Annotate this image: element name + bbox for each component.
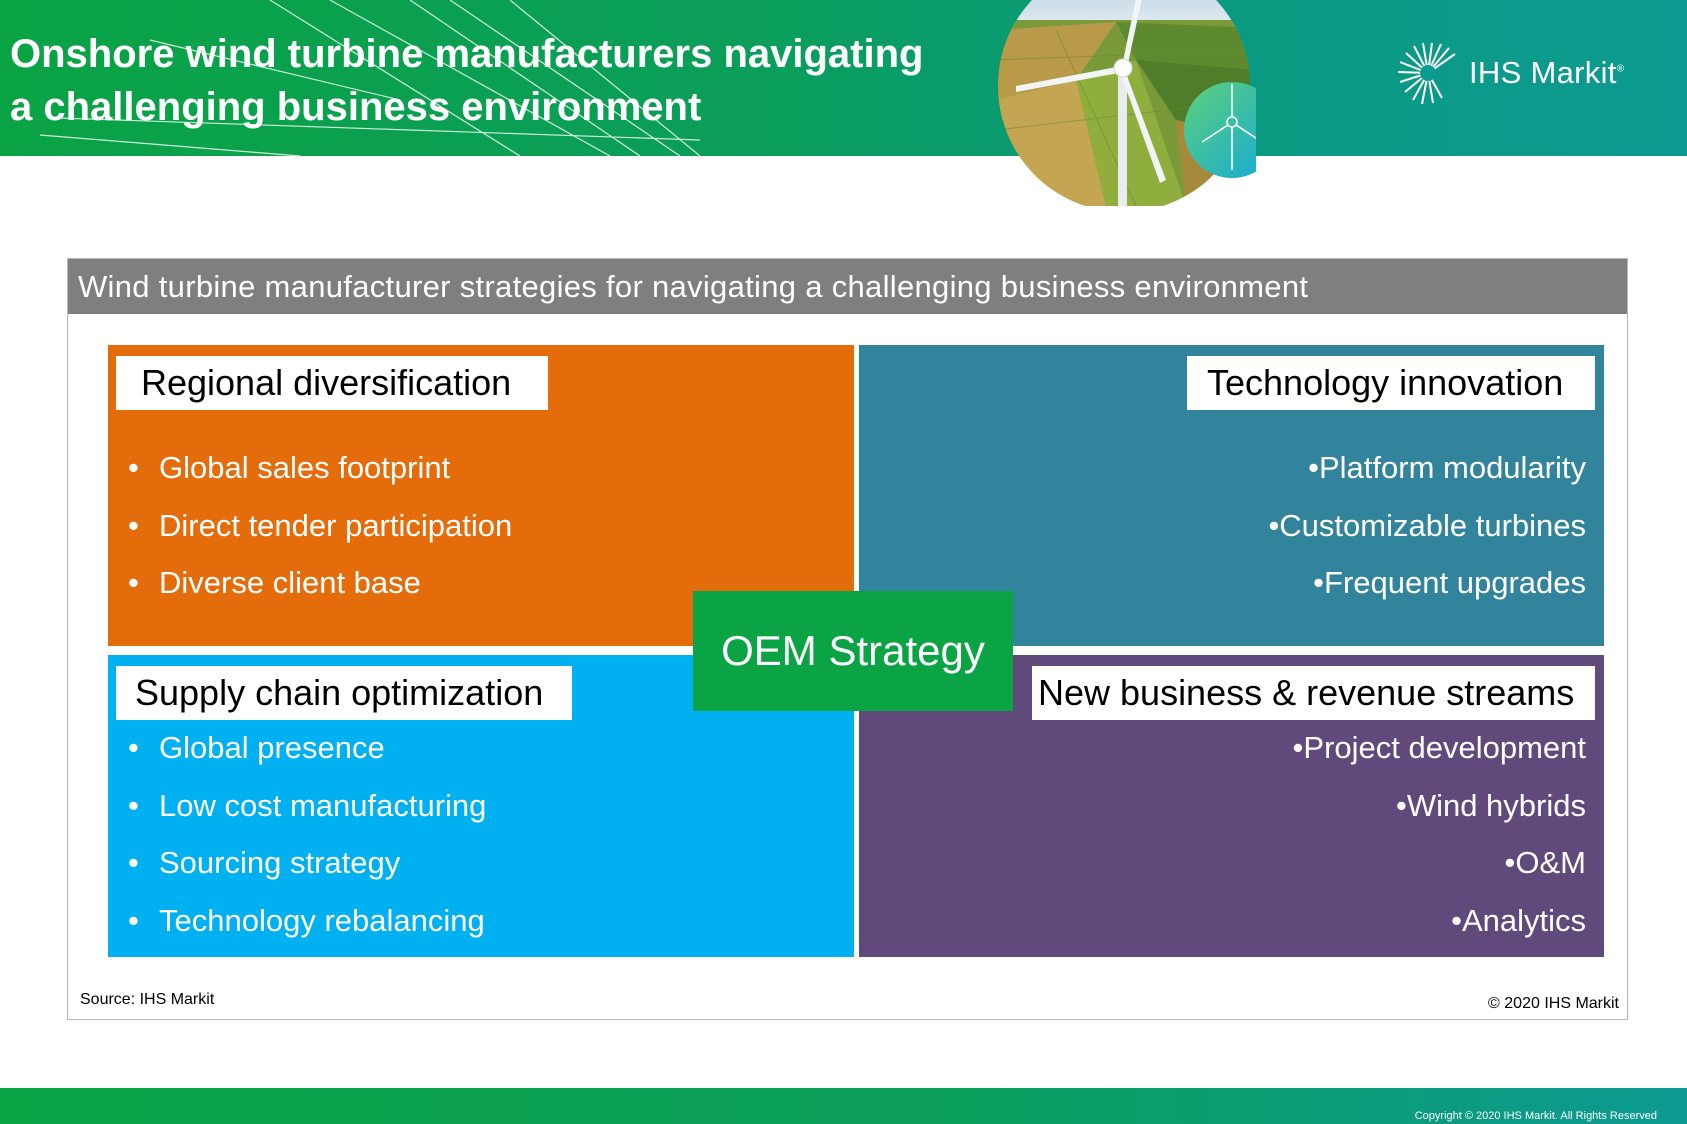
bullet-list: •Project development •Wind hybrids •O&M … xyxy=(1272,719,1586,949)
list-item: •O&M xyxy=(1504,845,1586,880)
title-line-1: Onshore wind turbine manufacturers navig… xyxy=(10,32,924,76)
list-item: •Technology rebalancing xyxy=(128,902,485,938)
quadrant-label: Supply chain optimization xyxy=(116,666,572,720)
list-item: •Global presence xyxy=(128,730,385,765)
quadrant-regional-diversification: Regional diversification •Global sales f… xyxy=(108,345,854,646)
list-item: •Global sales footprint xyxy=(128,450,451,485)
quadrant-label: New business & revenue streams xyxy=(1032,666,1595,720)
quadrant-technology-innovation: Technology innovation •Platform modulari… xyxy=(859,345,1604,646)
decorative-lines xyxy=(39,0,701,156)
list-item: •Frequent upgrades xyxy=(1313,565,1586,600)
footer-bar: Copyright © 2020 IHS Markit. All Rights … xyxy=(0,1088,1687,1124)
panel-title: Wind turbine manufacturer strategies for… xyxy=(68,259,1627,314)
bullet-list: •Global presence •Low cost manufacturing… xyxy=(128,719,486,949)
quadrant-label: Technology innovation xyxy=(1187,356,1595,410)
source-note: Source: IHS Markit xyxy=(80,991,215,1008)
ihs-markit-logo-icon xyxy=(1397,42,1456,105)
ihs-markit-logo: IHS Markit® xyxy=(1395,38,1655,108)
list-item: •Customizable turbines xyxy=(1268,507,1586,543)
logo-text: IHS Markit® xyxy=(1469,55,1625,90)
bullet-list: •Platform modularity •Customizable turbi… xyxy=(1248,439,1586,612)
list-item: •Analytics xyxy=(1451,902,1586,938)
footer-copyright: Copyright © 2020 IHS Markit. All Rights … xyxy=(1414,1110,1657,1122)
list-item: •Direct tender participation xyxy=(128,507,513,543)
panel-copyright: © 2020 IHS Markit xyxy=(1488,995,1619,1012)
list-item: •Low cost manufacturing xyxy=(128,787,487,823)
oem-strategy-center: OEM Strategy xyxy=(693,591,1013,711)
list-item: •Platform modularity xyxy=(1308,450,1586,485)
title-line-2: a challenging business environment xyxy=(10,85,702,129)
list-item: •Sourcing strategy xyxy=(128,845,401,880)
quadrant-new-business-revenue-streams: New business & revenue streams •Project … xyxy=(859,655,1604,957)
list-item: •Project development xyxy=(1292,730,1586,765)
page-title: Onshore wind turbine manufacturers navig… xyxy=(10,28,923,134)
list-item: •Wind hybrids xyxy=(1395,787,1586,823)
header-banner: Onshore wind turbine manufacturers navig… xyxy=(0,0,1687,156)
bullet-list: •Global sales footprint •Direct tender p… xyxy=(128,439,512,612)
quadrant-label: Regional diversification xyxy=(116,356,548,410)
strategy-panel: Wind turbine manufacturer strategies for… xyxy=(67,258,1628,1020)
wind-turbine-photo xyxy=(998,0,1256,206)
list-item: •Diverse client base xyxy=(128,565,421,600)
